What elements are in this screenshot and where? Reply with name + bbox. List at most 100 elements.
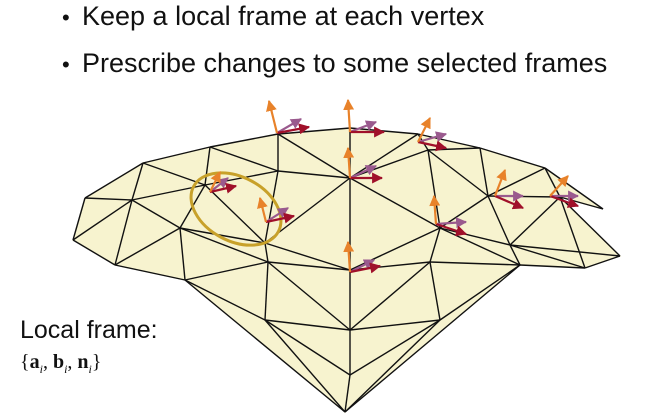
caption-label: Local frame:	[20, 316, 158, 344]
tangent-a-arrow	[209, 182, 238, 194]
mesh-edge	[417, 133, 481, 149]
mesh-edge	[479, 147, 489, 197]
tangent-a-arrow	[494, 194, 525, 210]
mesh-edge	[349, 319, 441, 376]
mesh-edge	[72, 197, 86, 241]
mesh-edge	[184, 279, 266, 321]
mesh-edge	[479, 147, 546, 169]
vertex-frames	[209, 98, 580, 274]
caption-formula: {ai, bi, ni}	[20, 351, 102, 376]
mesh-edge	[509, 244, 621, 257]
mesh-edge	[429, 261, 441, 321]
mesh-edge	[114, 227, 181, 266]
mesh-edge	[439, 227, 511, 246]
mesh-edge	[264, 319, 346, 413]
tangent-b-arrow	[349, 259, 375, 273]
mesh-edge	[427, 149, 489, 197]
normal-arrow	[209, 171, 221, 193]
mesh-edge	[264, 242, 269, 263]
mesh-edge	[267, 261, 351, 331]
mesh-edge	[179, 227, 266, 244]
mesh-edge	[509, 244, 586, 269]
mesh-edge	[131, 199, 181, 229]
tangent-b-arrow	[276, 118, 302, 134]
normal-arrow	[266, 99, 279, 134]
mesh-edge	[72, 239, 116, 266]
mesh-edge	[179, 227, 269, 263]
bullet-item: • Keep a local frame at each vertex	[62, 0, 607, 37]
mesh-edge	[184, 279, 346, 413]
normal-arrow	[343, 98, 355, 133]
mesh-edge	[264, 170, 279, 244]
normal-arrow	[343, 240, 355, 273]
mesh-edge	[184, 261, 269, 281]
mesh-edge	[344, 264, 521, 413]
mesh-edge	[544, 167, 561, 198]
mesh-edge	[264, 261, 269, 321]
normal-arrow	[429, 194, 441, 225]
bullet-text: Prescribe changes to some selected frame…	[82, 48, 608, 78]
frame-axes-icon	[266, 99, 311, 135]
mesh-edge	[544, 167, 604, 210]
tangent-b-arrow	[349, 120, 378, 134]
mesh-edge	[209, 146, 279, 172]
mesh-edge	[114, 199, 133, 266]
mesh-edge	[509, 196, 561, 246]
mesh-edge	[277, 127, 351, 135]
mesh-edge	[584, 255, 621, 269]
mesh-edge	[427, 149, 441, 229]
mesh-face	[429, 261, 522, 321]
bullet-item: • Prescribe changes to some selected fra…	[62, 44, 607, 84]
mesh-edge	[349, 319, 441, 331]
mesh-edge	[209, 133, 279, 148]
mesh-edge	[349, 177, 441, 229]
tangent-b-arrow	[435, 217, 468, 229]
frame-axes-icon	[429, 194, 468, 237]
bullet-dot-icon: •	[62, 5, 70, 30]
tangent-b-arrow	[209, 177, 229, 193]
tangent-a-arrow	[276, 123, 311, 135]
mesh-edge	[559, 196, 586, 269]
normal-arrow	[343, 146, 355, 179]
mesh-edge	[114, 264, 186, 281]
normal-arrow	[417, 117, 431, 143]
mesh-edge	[179, 227, 186, 281]
frame-axes-icon	[343, 146, 384, 184]
frame-axes-icon	[343, 98, 386, 138]
bullet-dot-icon: •	[62, 52, 70, 77]
mesh-edge	[349, 261, 431, 331]
normal-arrow	[549, 175, 569, 197]
mesh-edge	[509, 244, 521, 266]
mesh-edge	[264, 242, 351, 271]
mesh-edge	[344, 374, 351, 413]
mesh-edge	[264, 319, 351, 331]
bullet-text: Keep a local frame at each vertex	[82, 1, 485, 31]
mesh-edge	[487, 195, 511, 246]
tangent-b-arrow	[265, 207, 289, 223]
mesh-edge	[439, 264, 521, 321]
mesh-edge	[204, 184, 266, 244]
tangent-a-arrow	[549, 194, 580, 208]
mesh-edge	[519, 264, 586, 269]
mesh-edge	[142, 162, 206, 186]
tangent-b-arrow	[349, 165, 377, 179]
frame-axes-icon	[417, 117, 448, 152]
bullet-list: • Keep a local frame at each vertex • Pr…	[62, 0, 607, 84]
tangent-a-arrow	[417, 140, 448, 152]
mesh-edge	[142, 146, 211, 164]
frame-axes-icon	[549, 175, 580, 208]
mesh-edge	[84, 197, 133, 201]
frame-axes-icon	[493, 168, 525, 210]
mesh-edge	[204, 146, 211, 186]
local-frame-caption: Local frame: {ai, bi, ni}	[20, 316, 158, 377]
tangent-a-arrow	[265, 212, 296, 224]
mesh-edge	[264, 319, 351, 376]
normal-arrow	[493, 168, 507, 197]
tangent-b-arrow	[417, 131, 448, 144]
mesh-edges	[72, 127, 621, 413]
normal-arrow	[257, 196, 268, 223]
frame-axes-icon	[257, 196, 296, 224]
frame-axes-icon	[209, 171, 238, 194]
mesh-edge	[429, 261, 521, 266]
